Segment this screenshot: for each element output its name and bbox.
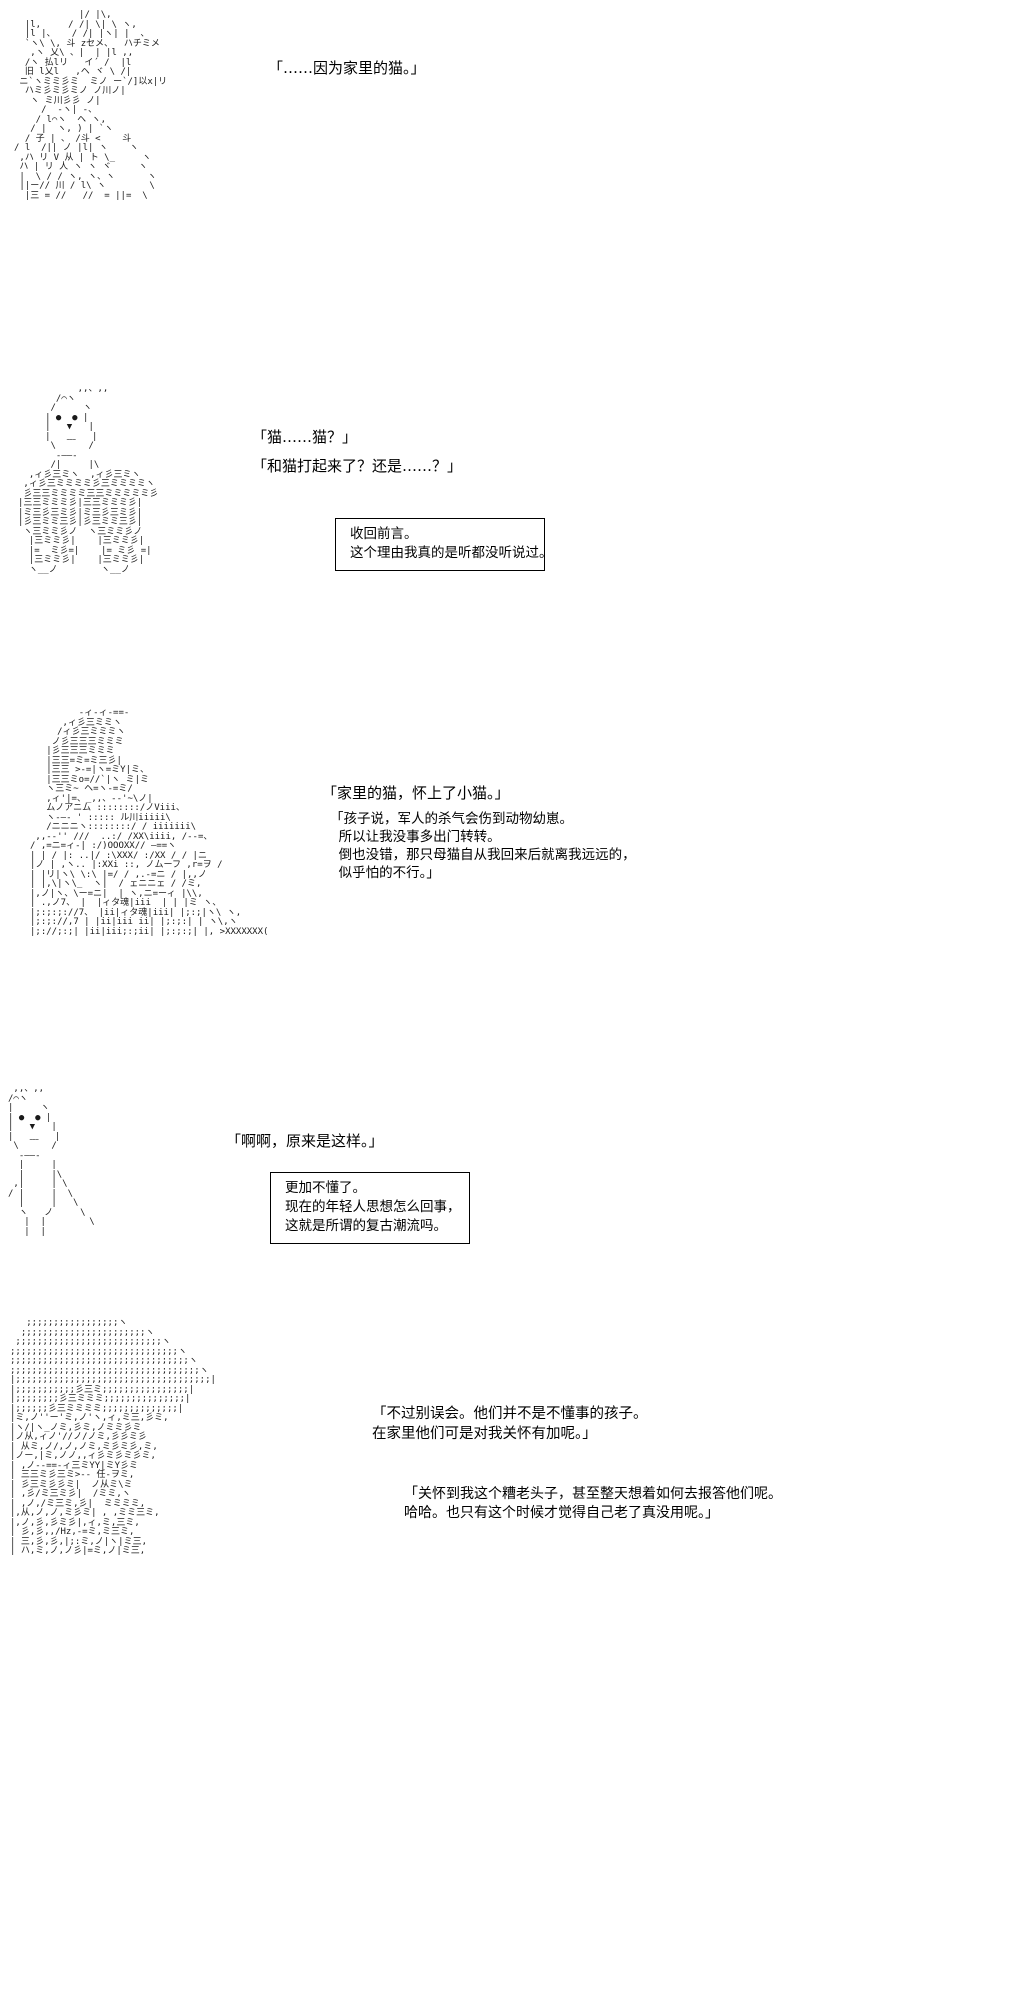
narration-box-1: 收回前言。 这个理由我真的是听都没听说过。 [335, 518, 553, 571]
dialogue-block-3: 「关怀到我这个糟老头子，甚至整天想着如何去报答他们呢。 哈哈。也只有这个时候才觉… [404, 1486, 782, 1521]
dialogue-line-3: 「和猫打起来了？还是……？」 [252, 457, 463, 475]
dialogue-line-5: 「啊啊，原来是这样。」 [226, 1132, 384, 1150]
dialogue-block-1: 「孩子说，军人的杀气会伤到动物幼崽。 所以让我没事多出门转转。 倒也没错，那只母… [330, 811, 636, 881]
officer-smoking-ascii-art: |/ |\, |l, / /| \| \ ヽ, |l |、 / /| |ヽ| |… [14, 10, 168, 201]
seated-soldier-ascii-art: -ィ-ィ-==- ,ィ彡三ミミヽ /ィ彡三ミミミヽ ノ彡三三三ミミミ |彡三三三… [30, 708, 269, 937]
dialogue-line-1: 「……因为家里的猫。」 [268, 59, 426, 77]
surprised-character-ascii-art: ,,、,, /⌒ヽ / ヽ | ● ● | | ▼ | | ﹏ | \ / ‐―… [18, 384, 159, 575]
dialogue-line-4: 「家里的猫，怀上了小猫。」 [322, 784, 510, 802]
narration-box-2: 更加不懂了。 现在的年轻人思想怎么回事， 这就是所谓的复古潮流吗。 [270, 1172, 470, 1244]
puzzled-character-ascii-art: ,,、,, /⌒ヽ | ヽ | ● ● | | ▼ | | ﹏ | \ / ‐―… [8, 1084, 95, 1237]
dialogue-block-2: 「不过别误会。他们并不是不懂事的孩子。 在家里他们可是对我关怀有加呢。」 [372, 1406, 648, 1442]
old-general-ascii-art: ;;;;;;;;;;;;;;;;;ヽ ;;;;;;;;;;;;;;;;;;;;;… [10, 1318, 216, 1556]
dialogue-line-2: 「猫……猫？」 [252, 428, 358, 446]
